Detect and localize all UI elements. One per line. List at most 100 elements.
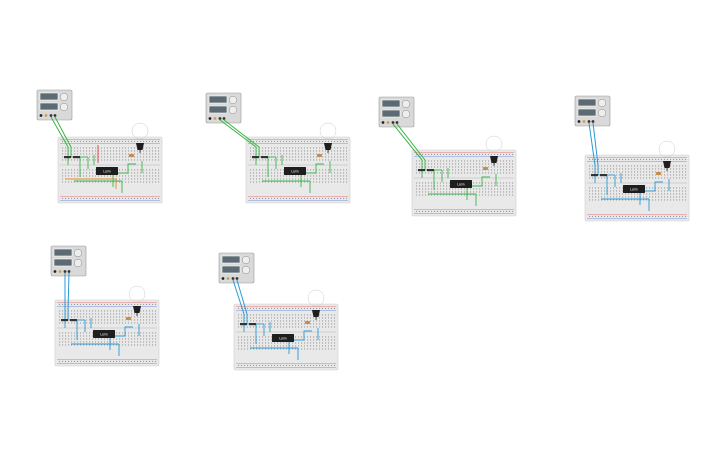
circuit-1: Lolin [36, 89, 163, 204]
terminal-black [381, 121, 385, 124]
display-bottom [39, 102, 59, 111]
switch-left [591, 174, 598, 177]
power-lead-2 [236, 279, 248, 315]
display-top [39, 92, 59, 101]
terminal-gold [226, 277, 230, 280]
circuit-2: Lolin [205, 92, 351, 204]
switch-left [61, 319, 68, 322]
wire-9 [124, 326, 133, 336]
terminal-right [235, 277, 239, 280]
knob-bottom [59, 102, 69, 112]
switch-right [70, 319, 77, 322]
terminal-left [587, 120, 591, 123]
resistor [656, 172, 661, 175]
power-supply [218, 252, 255, 284]
terminal-black [221, 277, 225, 280]
knob-top [59, 92, 69, 102]
chip-label: Lolin [279, 336, 286, 340]
power-lead-1 [392, 123, 423, 161]
terminal-left [391, 121, 395, 124]
breadboard-holes [62, 140, 160, 199]
knob-top [597, 98, 607, 108]
knob-top [73, 248, 83, 258]
circuit-4: Lolin [574, 95, 690, 222]
terminal-gold [582, 120, 586, 123]
switch-left [418, 169, 425, 172]
power-lead-1 [232, 279, 245, 315]
display-bottom [208, 105, 228, 114]
power-lead-2 [54, 116, 72, 148]
sensor-range-circle [658, 140, 676, 158]
display-bottom [381, 109, 401, 118]
power-lead-1 [588, 122, 596, 166]
display-bottom [221, 265, 241, 274]
microcontroller-chip [623, 185, 645, 193]
power-supply [36, 89, 73, 121]
terminal-right [395, 121, 399, 124]
power-lead-2 [67, 272, 70, 311]
wire-9 [481, 176, 490, 186]
power-lead-1 [50, 116, 69, 148]
sensor-module [663, 161, 671, 168]
sensor-range-circle [485, 135, 503, 153]
display-top [221, 255, 241, 264]
terminal-black [208, 117, 212, 120]
power-supply [574, 95, 611, 127]
power-lead-2 [592, 122, 599, 166]
sensor-module [136, 143, 144, 150]
display-bottom [577, 108, 597, 117]
wire-orange [65, 178, 117, 189]
display-bottom [53, 258, 73, 267]
chip-label: Lolin [457, 182, 464, 186]
power-lead-1 [219, 119, 257, 148]
chip-label: Lolin [103, 169, 110, 173]
circuit-3: Lolin [378, 96, 517, 217]
knob-bottom [228, 105, 238, 115]
switch-right [73, 156, 80, 159]
sensor-module [324, 143, 332, 150]
microcontroller-chip [284, 167, 306, 175]
display-top [381, 99, 401, 108]
sensor-module [133, 306, 141, 313]
wire-9 [654, 181, 663, 191]
chip-label: Lolin [291, 169, 298, 173]
display-top [208, 95, 228, 104]
terminal-right [53, 114, 57, 117]
wire-9 [303, 330, 312, 340]
knob-bottom [401, 109, 411, 119]
microcontroller-chip [96, 167, 118, 175]
switch-left [64, 156, 71, 159]
terminal-gold [58, 270, 62, 273]
resistor [126, 317, 131, 320]
knob-bottom [241, 265, 251, 275]
wire-9 [127, 163, 136, 173]
resistor [129, 154, 134, 157]
sensor-range-circle [319, 122, 337, 140]
resistor [305, 321, 310, 324]
chip-label: Lolin [100, 332, 107, 336]
power-supply [50, 245, 87, 277]
switch-right [427, 169, 434, 172]
switch-left [252, 156, 259, 159]
sensor-range-circle [307, 289, 325, 307]
knob-top [241, 255, 251, 265]
terminal-black [53, 270, 57, 273]
sensor-range-circle [131, 122, 149, 140]
knob-bottom [73, 258, 83, 268]
breadboard-holes [238, 307, 336, 366]
terminal-gold [44, 114, 48, 117]
wire-9 [315, 163, 324, 173]
microcontroller-chip [272, 334, 294, 342]
sensor-module [312, 310, 320, 317]
knob-top [401, 99, 411, 109]
circuit-6: Lolin [218, 252, 339, 371]
terminal-right [591, 120, 595, 123]
terminal-left [49, 114, 53, 117]
breadboard-holes [59, 303, 157, 362]
sensor-range-circle [128, 285, 146, 303]
resistor [483, 167, 488, 170]
terminal-left [231, 277, 235, 280]
power-lead-2 [396, 123, 426, 161]
terminal-right [67, 270, 71, 273]
switch-left [240, 323, 247, 326]
